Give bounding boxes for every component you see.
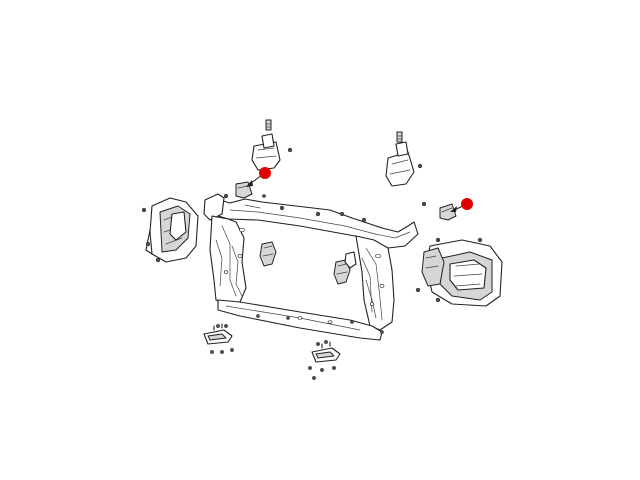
- callout-dot-left: [259, 167, 271, 179]
- left-side-bracket: [145, 197, 199, 263]
- upper-right-hood-bracket: [385, 131, 415, 187]
- right-hood-latch-clip: [439, 203, 457, 221]
- right-headlamp-bracket: [421, 239, 503, 307]
- lower-center-bracket: [311, 341, 341, 363]
- callout-arrowhead-right: [450, 206, 457, 212]
- lower-left-bracket: [203, 323, 233, 345]
- callout-right: [450, 198, 473, 212]
- callout-dot-right: [461, 198, 473, 210]
- callout-arrowhead-left: [246, 180, 253, 187]
- upper-left-hood-bracket: [251, 119, 281, 171]
- callout-left: [246, 167, 271, 187]
- radiator-support-frame: [203, 193, 419, 341]
- fasteners: [141, 147, 483, 380]
